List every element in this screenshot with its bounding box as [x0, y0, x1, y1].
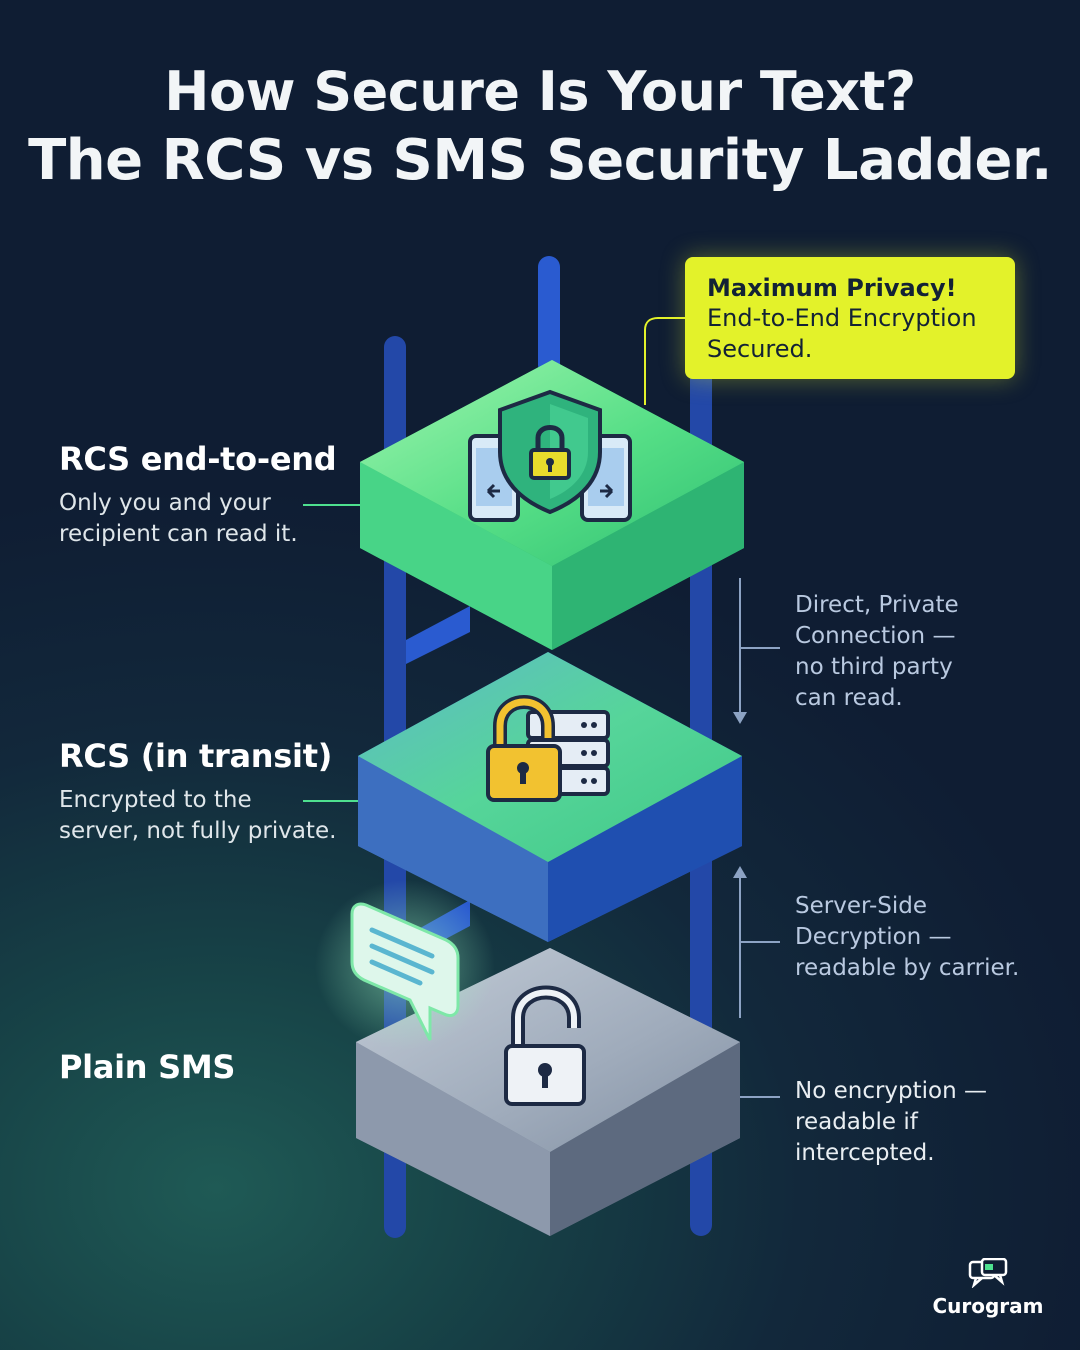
tier-plain-sms-label: Plain SMS — [59, 1048, 235, 1086]
tier-rcs-e2e-desc: Only you and your recipient can read it. — [59, 488, 336, 550]
callout-heading: Maximum Privacy! — [707, 274, 957, 302]
tier-rcs-transit-heading: RCS (in transit) — [59, 737, 333, 775]
open-padlock-icon — [504, 985, 586, 1106]
tier-rcs-transit-label: RCS (in transit) Encrypted to the server… — [59, 737, 336, 847]
connector-lines — [303, 317, 780, 1098]
note-server-line-2: Decryption — — [795, 924, 952, 950]
max-privacy-callout: Maximum Privacy! End-to-End Encryption S… — [685, 257, 1015, 379]
tier-plain-sms-heading: Plain SMS — [59, 1048, 236, 1086]
title-line-1: How Secure Is Your Text? — [164, 60, 916, 123]
note-direct-line-3: no third party — [795, 654, 953, 680]
note-server-decryption: Server-Side Decryption — readable by car… — [795, 891, 1019, 984]
message-bubble-icon — [315, 880, 495, 1050]
chat-bubbles-icon — [968, 1257, 1008, 1289]
tier-rcs-e2e-desc-line-2: recipient can read it. — [59, 521, 298, 547]
callout-line-1: End-to-End Encryption — [707, 304, 977, 332]
tier-rcs-transit-desc-line-1: Encrypted to the — [59, 787, 252, 813]
note-none-line-2: readable if — [795, 1109, 918, 1135]
note-server-line-1: Server-Side — [795, 893, 927, 919]
note-direct-line-1: Direct, Private — [795, 592, 959, 618]
note-direct-line-2: Connection — — [795, 623, 956, 649]
note-direct-connection: Direct, Private Connection — no third pa… — [795, 590, 959, 714]
brand-name: Curogram — [932, 1294, 1044, 1318]
shield-lock-phones-icon — [468, 389, 632, 522]
note-none-line-1: No encryption — — [795, 1078, 987, 1104]
note-no-encryption: No encryption — readable if intercepted. — [795, 1076, 987, 1169]
tier-rcs-e2e-label: RCS end-to-end Only you and your recipie… — [59, 440, 337, 550]
note-direct-line-4: can read. — [795, 685, 903, 711]
note-server-line-3: readable by carrier. — [795, 955, 1020, 981]
callout-line-2: Secured. — [707, 335, 813, 363]
tier-rcs-e2e-desc-line-1: Only you and your — [59, 490, 271, 516]
tier-rcs-e2e-heading: RCS end-to-end — [59, 440, 337, 478]
tier-rcs-transit-desc: Encrypted to the server, not fully priva… — [59, 785, 336, 847]
page-title: How Secure Is Your Text? The RCS vs SMS … — [0, 58, 1080, 196]
note-none-line-3: intercepted. — [795, 1140, 935, 1166]
title-line-2: The RCS vs SMS Security Ladder. — [28, 128, 1052, 193]
tier-rcs-transit-desc-line-2: server, not fully private. — [59, 818, 337, 844]
padlock-server-icon — [486, 695, 610, 802]
brand-logo: Curogram — [920, 1257, 1056, 1318]
